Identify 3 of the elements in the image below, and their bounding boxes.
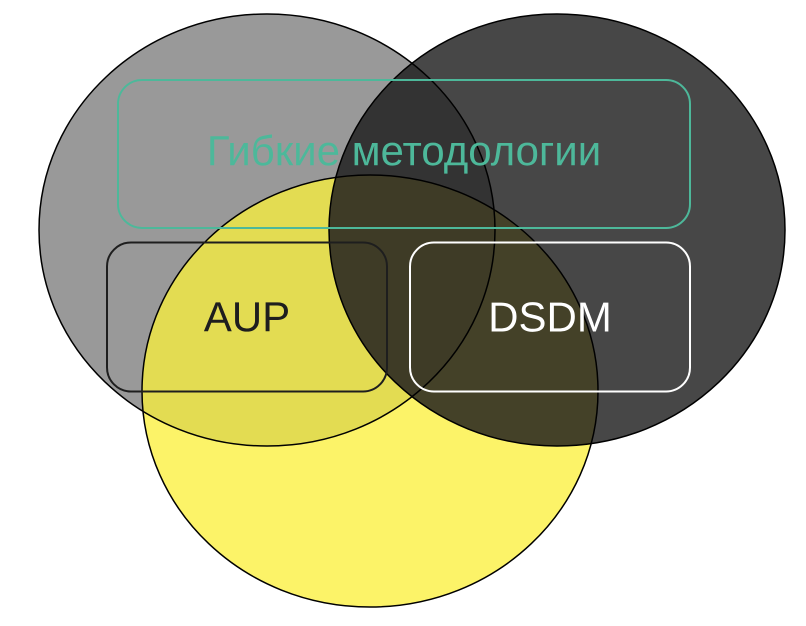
label-box: DSDM bbox=[409, 242, 691, 392]
label-box: AUP bbox=[106, 242, 388, 392]
label-box: Гибкие методологии bbox=[117, 79, 691, 229]
